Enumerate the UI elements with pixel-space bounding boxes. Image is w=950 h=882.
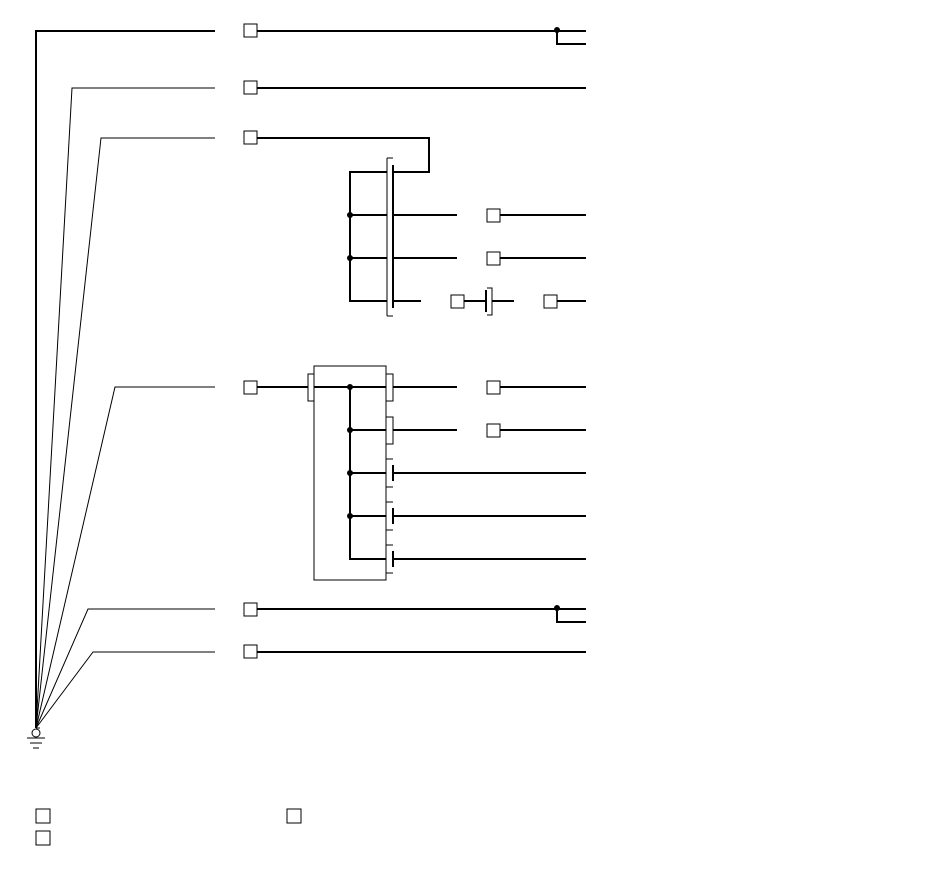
connector-box-icon [243,602,258,617]
ground-harness [35,30,215,729]
splice-dot-icon [347,513,353,519]
connector-block-upper [386,157,394,317]
connector-box-icon [450,294,465,309]
connector-box-icon [243,380,258,395]
splice-dot-icon [554,605,560,611]
ground-icon [27,728,45,749]
ground-branch-4 [35,386,215,729]
ground-branch-5 [35,608,215,729]
legend-box-icon [286,808,302,824]
circuit-row-6 [243,644,586,659]
connector-box-icon [486,423,501,438]
connector-box-icon [486,380,501,395]
connector-box-icon [243,23,258,38]
splice-dot-icon [554,27,560,33]
legend [35,808,302,846]
legend-box-icon [35,830,51,846]
splice-dot-icon [347,255,353,261]
terminal-stubs [386,458,394,574]
circuit-row-2 [243,80,586,95]
circuit-row-1 [243,23,586,45]
splice-dot-icon [347,384,353,390]
ground-branch-1 [35,30,215,728]
ground-branch-3 [35,137,215,729]
connector-box-icon [243,80,258,95]
connector-box-icon [543,294,558,309]
circuit-row-3 [243,130,586,317]
legend-box-icon [35,808,51,824]
ground-branch-6 [35,651,215,729]
connector-box-icon [486,251,501,266]
connector-bracket-icon [485,287,493,316]
connector-box-icon [243,644,258,659]
splice-dot-icon [347,470,353,476]
circuit-row-4 [243,365,586,581]
connector-box-icon [486,208,501,223]
splice-dot-icon [347,212,353,218]
splice-dot-icon [347,427,353,433]
connector-box-icon [243,130,258,145]
circuit-row-5 [243,602,586,623]
ground-branch-2 [35,87,215,729]
